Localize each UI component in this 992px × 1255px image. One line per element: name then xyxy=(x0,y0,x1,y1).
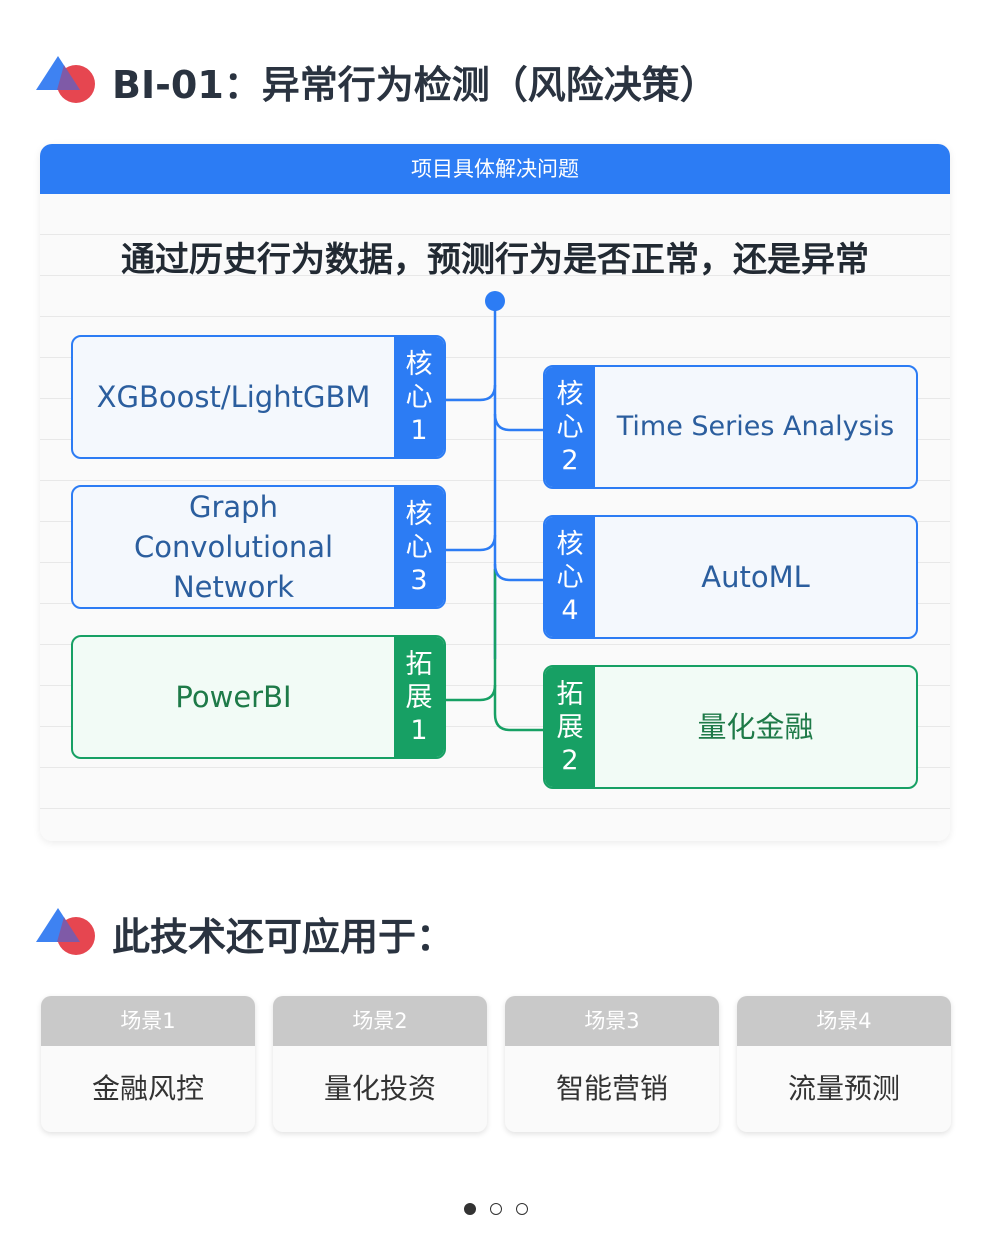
node-label: Graph Convolutional Network xyxy=(133,490,334,604)
connector-lines xyxy=(445,291,545,732)
node-label: PowerBI xyxy=(175,680,292,714)
applications-title: 此技术还可应用于： xyxy=(112,915,455,959)
node-tag: 核 心 4 xyxy=(545,517,595,637)
node-label: 量化金融 xyxy=(697,710,814,744)
page-dot-1[interactable] xyxy=(464,1203,476,1215)
node-label: XGBoost/LightGBM xyxy=(96,380,371,414)
scene-tag: 场景1 xyxy=(41,996,255,1046)
scene-card-1: 场景1 金融风控 xyxy=(41,996,255,1132)
scene-name: 智能营销 xyxy=(555,1072,668,1105)
scene-tag: 场景4 xyxy=(737,996,951,1046)
node-core-4: 核 心 4 AutoML xyxy=(543,515,918,639)
problem-statement: 通过历史行为数据，预测行为是否正常，还是异常 xyxy=(121,240,869,280)
node-core-3: Graph Convolutional Network 核 心 3 xyxy=(71,485,446,609)
node-extension-2: 拓 展 2 量化金融 xyxy=(543,665,918,789)
node-tag: 拓 展 1 xyxy=(394,637,444,757)
scene-tag: 场景3 xyxy=(505,996,719,1046)
node-extension-1: PowerBI 拓 展 1 xyxy=(71,635,446,759)
node-tag: 核 心 2 xyxy=(545,367,595,487)
scene-card-2: 场景2 量化投资 xyxy=(273,996,487,1132)
node-tag: 核 心 1 xyxy=(394,337,444,457)
page-title: BI-01：异常行为检测（风险决策） xyxy=(112,63,718,107)
node-tag: 核 心 3 xyxy=(394,487,444,607)
scene-name: 量化投资 xyxy=(323,1072,436,1105)
node-label: AutoML xyxy=(701,560,810,594)
scene-name: 流量预测 xyxy=(787,1072,900,1105)
node-core-1: XGBoost/LightGBM 核 心 1 xyxy=(71,335,446,459)
pagination-dots xyxy=(0,1203,992,1215)
scene-card-4: 场景4 流量预测 xyxy=(737,996,951,1132)
page-dot-3[interactable] xyxy=(516,1203,528,1215)
scene-card-3: 场景3 智能营销 xyxy=(505,996,719,1132)
brand-logo-icon xyxy=(36,908,95,955)
node-core-2: 核 心 2 Time Series Analysis xyxy=(543,365,918,489)
problem-card: 项目具体解决问题 通过历史行为数据，预测行为是否正常，还是异常 XGBoost/… xyxy=(40,144,950,841)
node-tag: 拓 展 2 xyxy=(545,667,595,787)
node-label: Time Series Analysis xyxy=(616,411,895,442)
card-header: 项目具体解决问题 xyxy=(40,144,950,194)
page-dot-2[interactable] xyxy=(490,1203,502,1215)
brand-logo-icon xyxy=(36,56,95,103)
scene-name: 金融风控 xyxy=(91,1072,204,1105)
scene-tag: 场景2 xyxy=(273,996,487,1046)
